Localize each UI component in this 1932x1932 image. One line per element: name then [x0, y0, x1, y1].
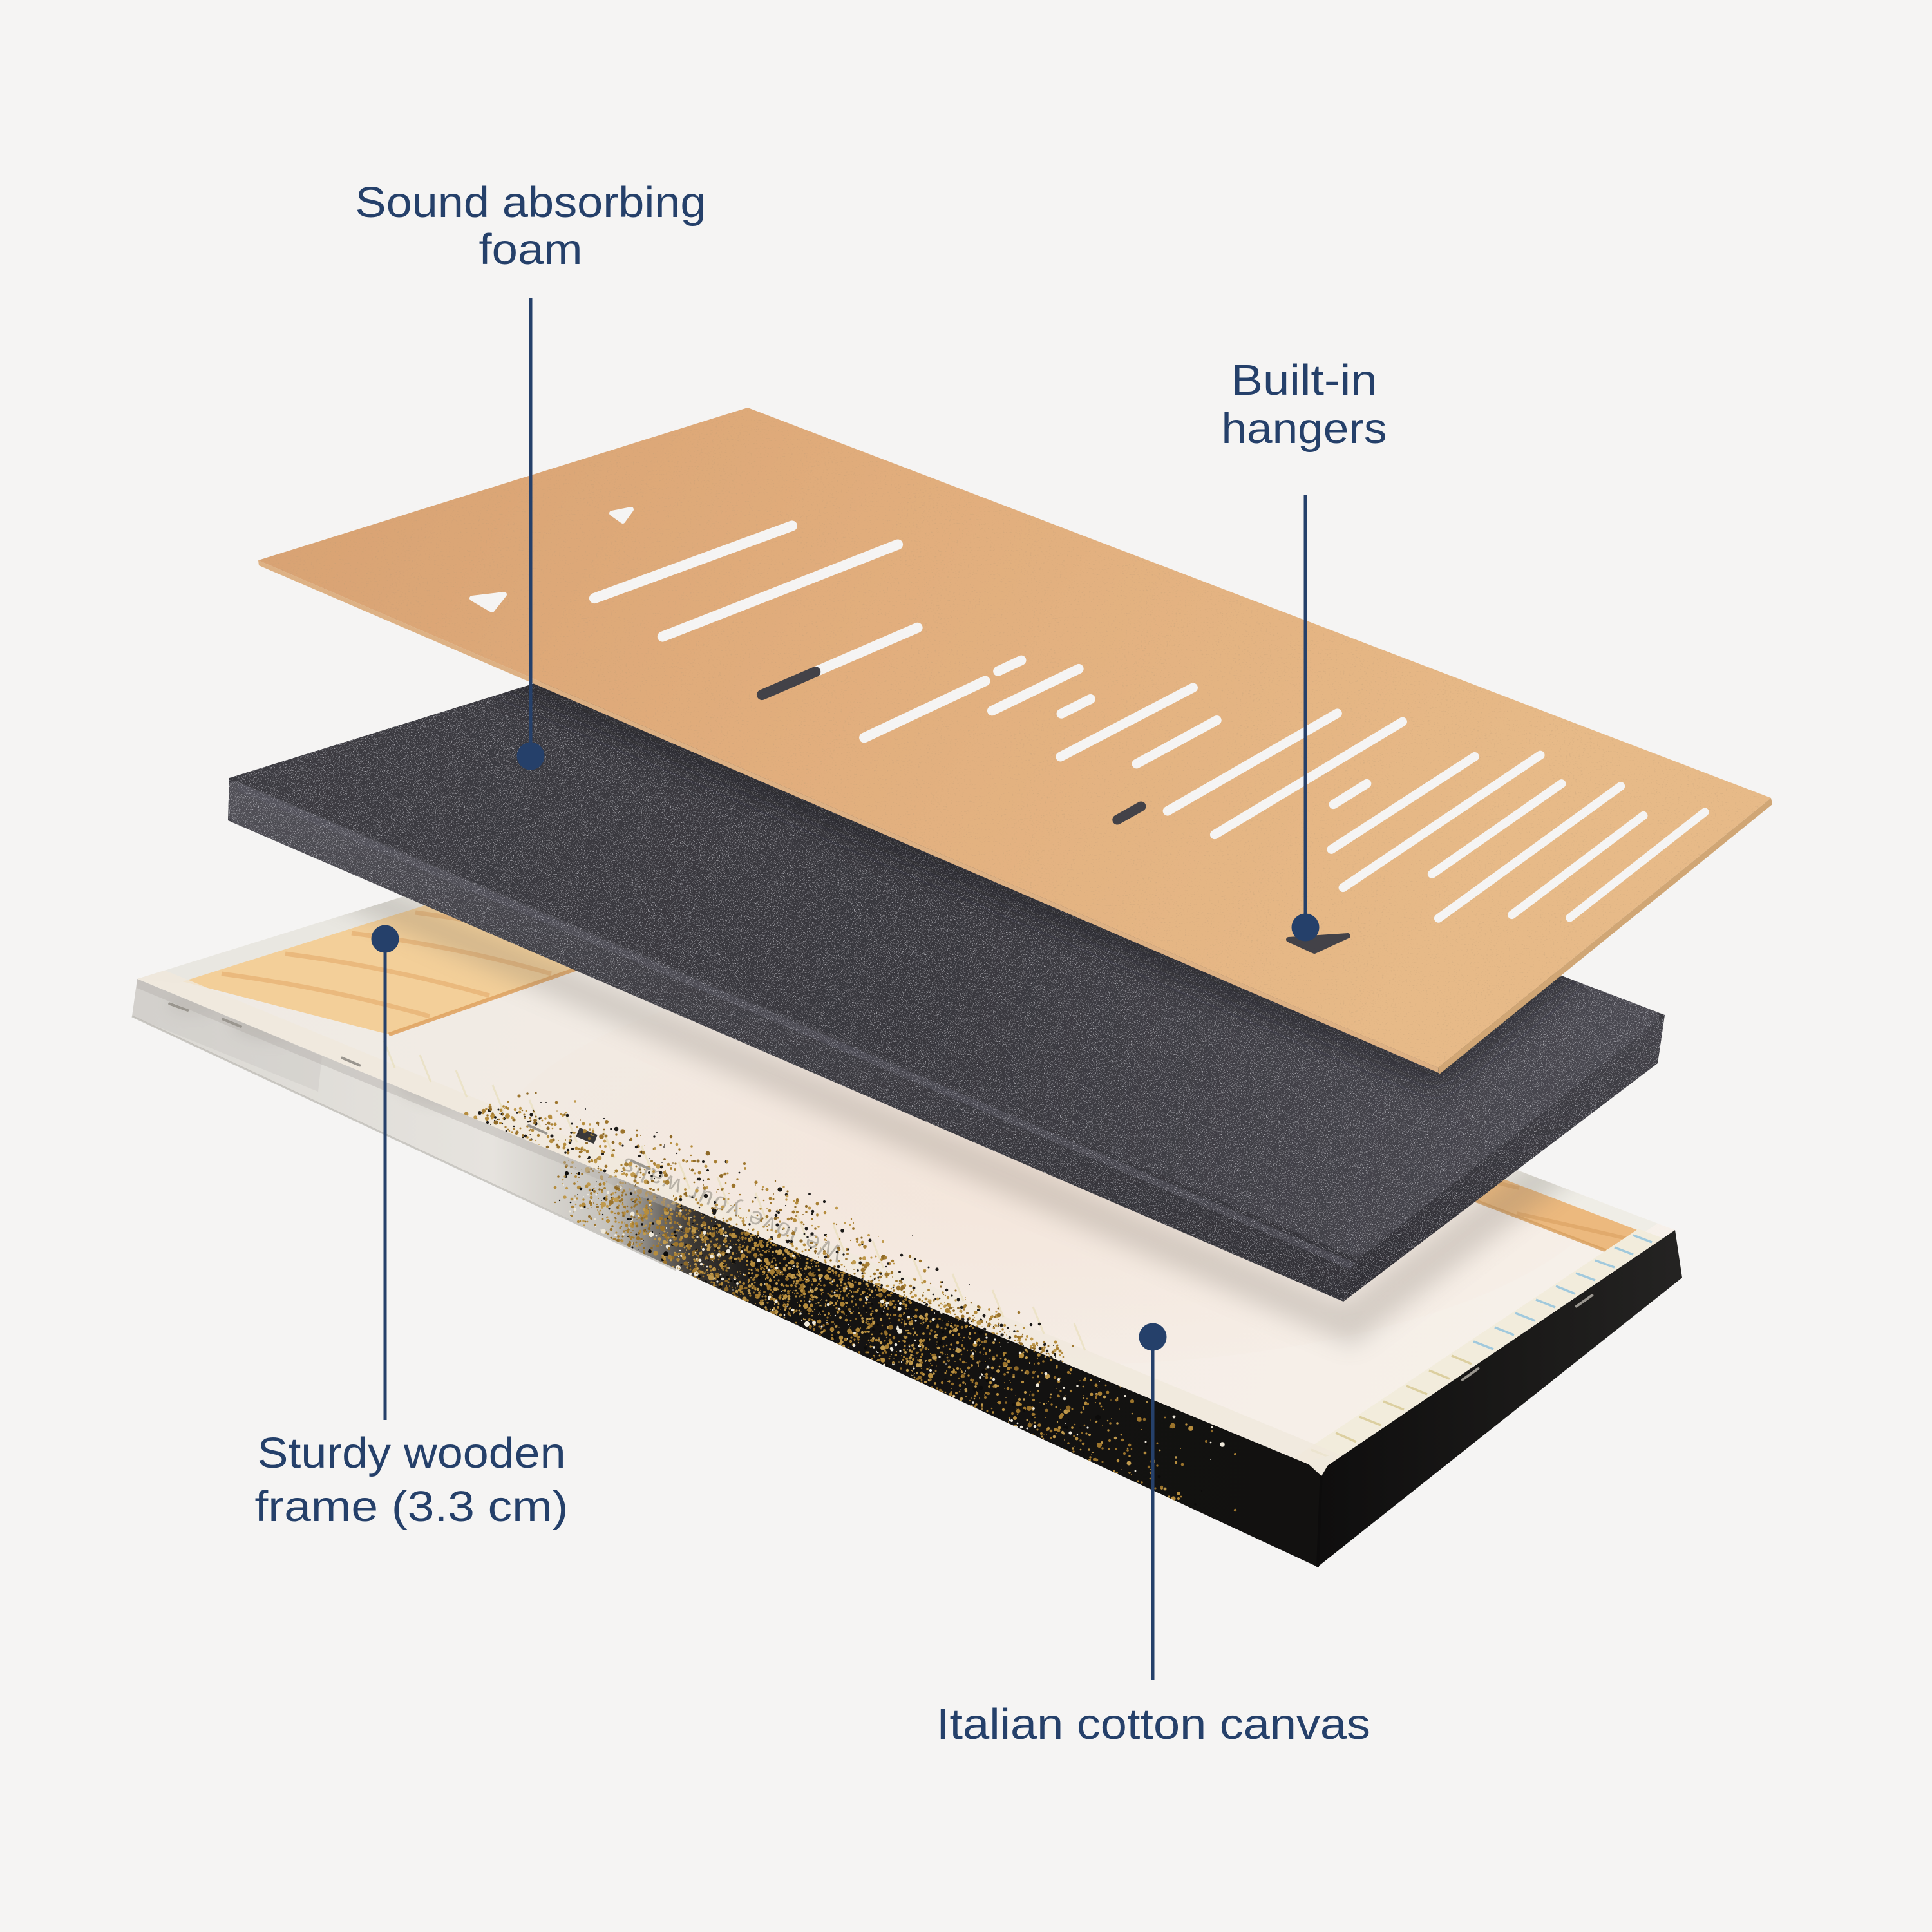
svg-text:Built-in: Built-in: [1231, 356, 1378, 404]
svg-text:hangers: hangers: [1222, 404, 1387, 453]
svg-text:Sturdy wooden: Sturdy wooden: [258, 1429, 566, 1477]
svg-text:frame (3.3 cm): frame (3.3 cm): [255, 1482, 569, 1531]
svg-text:foam: foam: [479, 225, 583, 274]
svg-text:Sound absorbing: Sound absorbing: [355, 178, 706, 227]
svg-text:Italian cotton canvas: Italian cotton canvas: [936, 1700, 1370, 1748]
